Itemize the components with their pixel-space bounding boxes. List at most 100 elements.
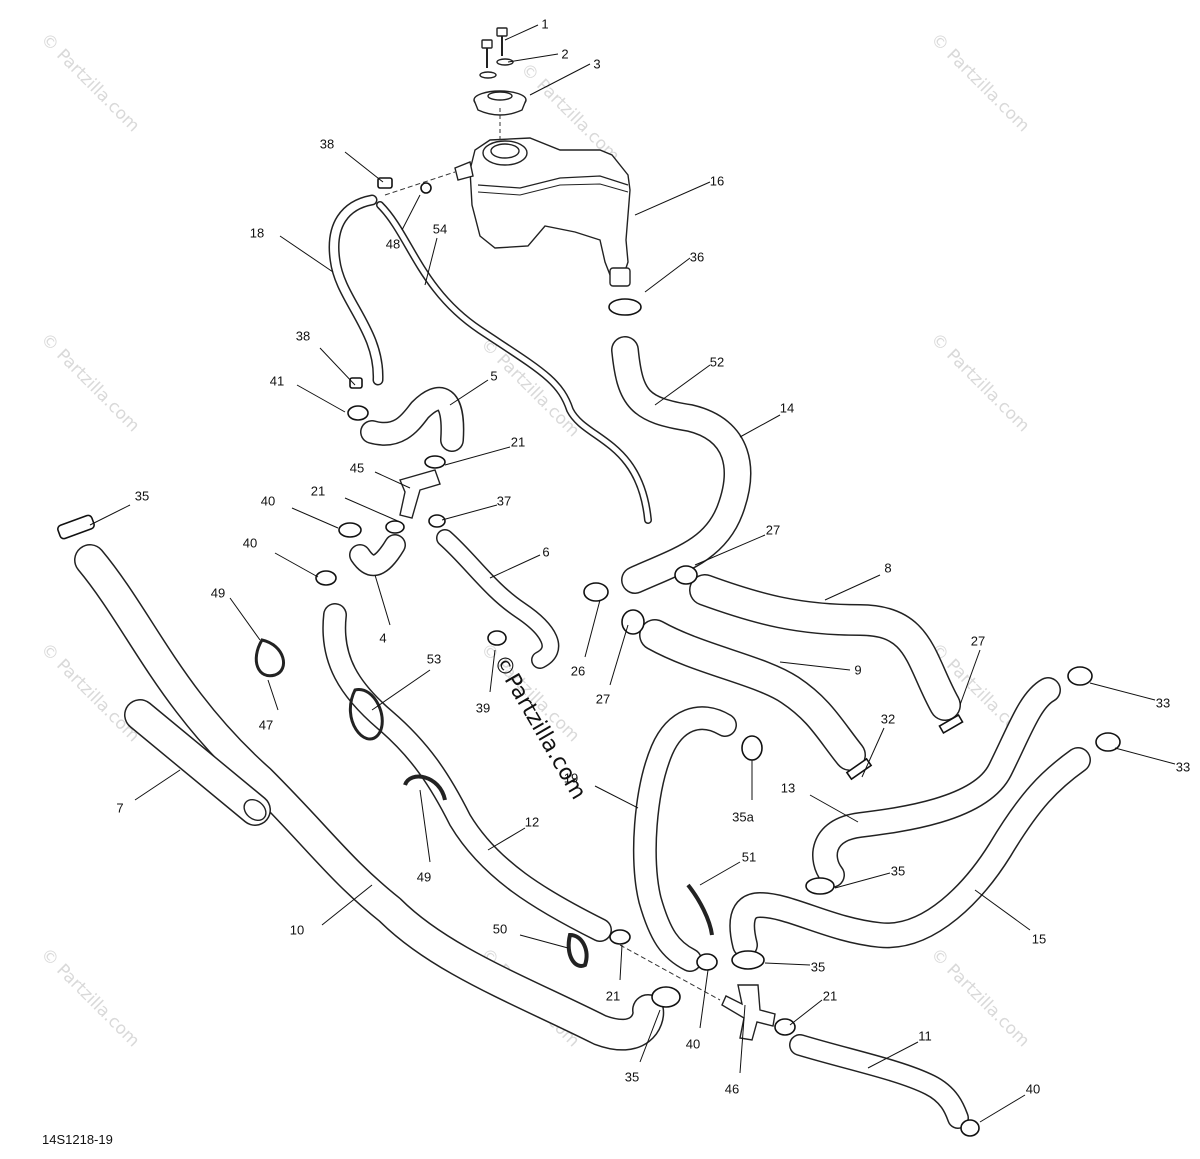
hose-fitting [420, 182, 432, 194]
callout-40: 40 [979, 1081, 1040, 1123]
leader-line [267, 679, 279, 711]
callout-label: 35 [135, 488, 149, 503]
hose-clamp [731, 950, 765, 970]
callout-label: 50 [493, 921, 507, 936]
callout-label: 32 [881, 711, 895, 726]
callout-label: 16 [710, 173, 724, 188]
hose-clamp [57, 514, 95, 540]
callout-label: 35a [732, 809, 754, 824]
leader-line [319, 347, 356, 386]
callout-35a: 35a [732, 760, 755, 824]
callout-26: 26 [571, 599, 601, 678]
callout-label: 53 [427, 651, 441, 666]
callout-label: 49 [211, 585, 225, 600]
callout-label: 37 [497, 493, 511, 508]
leader-line [374, 574, 391, 626]
callout-47: 47 [259, 679, 279, 732]
hose-clamp [651, 986, 681, 1008]
leader-line [959, 649, 981, 706]
hose-7 [124, 699, 271, 826]
leader-line [699, 861, 741, 886]
watermark: © Partzilla.com [36, 329, 143, 436]
callout-3: 3 [529, 56, 601, 96]
callout-label: 5 [490, 368, 497, 383]
callout-label: 18 [250, 225, 264, 240]
watermark: © Partzilla.com [926, 29, 1033, 136]
leader-line [424, 237, 438, 286]
callout-40: 40 [686, 969, 709, 1051]
callout-label: 40 [686, 1036, 700, 1051]
callout-11: 11 [867, 1028, 932, 1069]
callout-41: 41 [270, 373, 346, 413]
leader-line [694, 534, 766, 566]
leader-line [979, 1094, 1026, 1123]
leader-line [739, 1004, 746, 1074]
leader-line [89, 504, 131, 526]
callout-7: 7 [116, 769, 181, 815]
callout-18: 18 [250, 225, 334, 273]
hose-19 [632, 706, 737, 972]
callout-label: 41 [270, 373, 284, 388]
callout-48: 48 [386, 194, 421, 251]
vent-hose-54 [376, 201, 652, 524]
callout-label: 51 [742, 849, 756, 864]
callout-label: 19 [564, 770, 578, 785]
callout-label: 33 [1176, 759, 1190, 774]
leader-line [296, 384, 346, 413]
leader-line [834, 872, 891, 889]
t-fitting [721, 984, 776, 1041]
leader-line [374, 471, 411, 489]
callout-6: 6 [489, 544, 550, 579]
callout-label: 14 [780, 400, 794, 415]
callout-38: 38 [320, 136, 384, 183]
hose-9 [639, 619, 866, 771]
hose-clamp [609, 929, 631, 945]
callout-label: 3 [593, 56, 600, 71]
callout-label: 45 [350, 460, 364, 475]
callout-52: 52 [654, 354, 724, 406]
callout-label: 21 [511, 434, 525, 449]
callout-40: 40 [243, 535, 319, 578]
callout-label: 11 [918, 1028, 932, 1043]
hose-clamp [741, 735, 763, 761]
small-clamps [315, 377, 507, 646]
callout-label: 4 [379, 630, 386, 645]
watermark: © Partzilla.com [476, 334, 583, 441]
callout-21: 21 [311, 483, 401, 523]
callout-21: 21 [789, 988, 837, 1026]
callout-53: 53 [371, 651, 441, 711]
callout-39: 39 [476, 649, 496, 715]
hose-clamp [674, 565, 698, 585]
leader-line [444, 446, 511, 466]
leader-line [519, 934, 569, 949]
callout-4: 4 [374, 574, 391, 645]
leader-line [344, 497, 401, 523]
leader-line [489, 554, 541, 579]
leader-line [229, 597, 261, 641]
callout-19: 19 [564, 770, 639, 809]
hose-clamp [621, 609, 645, 635]
callout-35: 35 [625, 1009, 661, 1084]
callout-label: 47 [259, 717, 273, 732]
callout-36: 36 [644, 249, 704, 293]
callout-10: 10 [290, 884, 373, 937]
callout-16: 16 [634, 173, 724, 216]
watermark: © Partzilla.com [926, 329, 1033, 436]
leader-line [279, 235, 334, 273]
callout-21: 21 [606, 944, 623, 1003]
leader-line [764, 962, 811, 966]
callout-label: 35 [811, 959, 825, 974]
watermark: © Partzilla.com [36, 29, 143, 136]
callout-label: 21 [823, 988, 837, 1003]
callout-13: 13 [781, 780, 859, 823]
leader-line [371, 669, 431, 711]
hose-clamp [608, 298, 642, 316]
callout-50: 50 [493, 921, 569, 949]
callout-38: 38 [296, 328, 356, 386]
callout-label: 35 [625, 1069, 639, 1084]
leader-line [441, 504, 498, 521]
callout-label: 13 [781, 780, 795, 795]
callout-label: 33 [1156, 695, 1170, 710]
hose-11 [789, 1034, 969, 1129]
leader-line [274, 552, 319, 578]
